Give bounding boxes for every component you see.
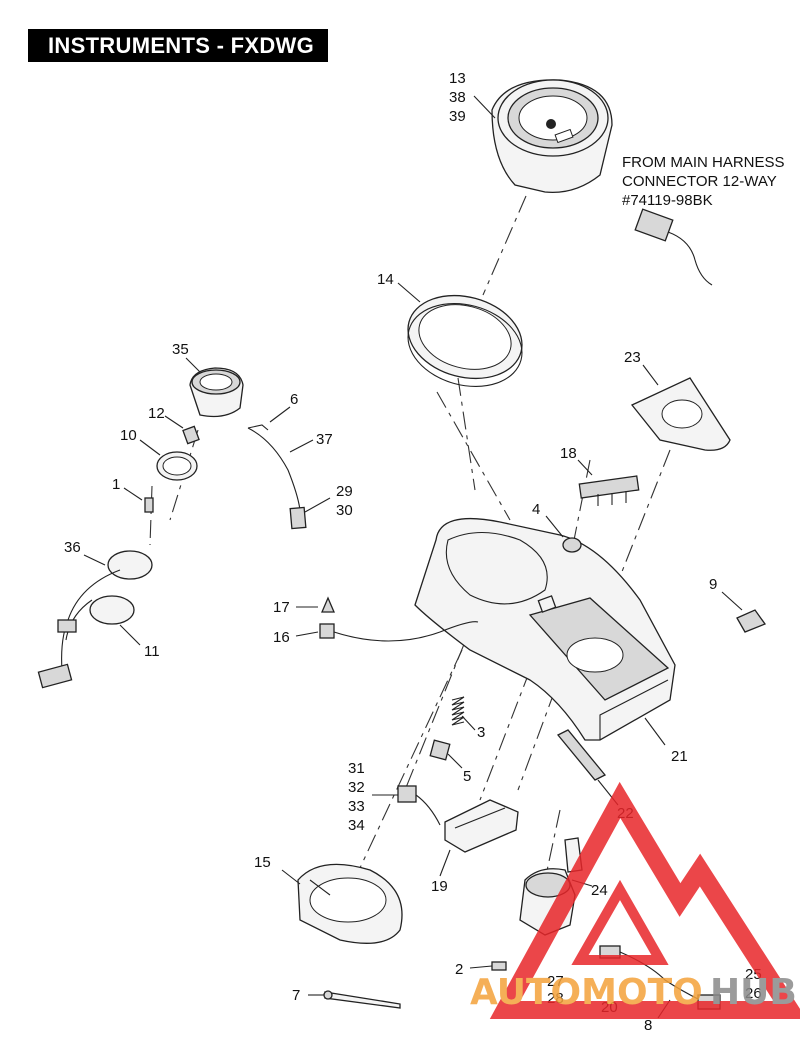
screw-part-2 (491, 961, 507, 971)
label-35: 35 (172, 341, 189, 358)
label-34: 34 (348, 817, 365, 834)
trim-cap-part (630, 377, 731, 451)
indicator-lamp-part (578, 475, 640, 506)
speedometer-part (491, 79, 613, 194)
label-2: 2 (455, 961, 463, 978)
label-17: 17 (273, 599, 290, 616)
watermark-logo: AUTOMOTO HUB (470, 781, 800, 1019)
label-37: 37 (316, 431, 333, 448)
label-31: 31 (348, 760, 365, 777)
label-29: 29 (336, 483, 353, 500)
label-24: 24 (591, 882, 608, 899)
label-8: 8 (644, 1017, 652, 1034)
label-39: 39 (449, 108, 466, 125)
screw-part (144, 497, 154, 513)
watermark-text-part2: HUB (710, 972, 797, 1013)
label-19: 19 (431, 878, 448, 895)
label-38: 38 (449, 89, 466, 106)
label-1: 1 (112, 476, 120, 493)
label-14: 14 (377, 271, 394, 288)
label-4: 4 (532, 501, 540, 518)
page-title: INSTRUMENTS - FXDWG (48, 33, 315, 58)
harness-note-line-2: CONNECTOR 12-WAY (622, 172, 777, 190)
label-6: 6 (290, 391, 298, 408)
harness-connector-part (634, 208, 713, 286)
fuel-sender-part (37, 550, 153, 689)
harness-note-line-1: FROM MAIN HARNESS (622, 154, 785, 171)
wire-lead-part (247, 424, 307, 530)
label-32: 32 (348, 779, 365, 796)
title-banner (28, 29, 328, 62)
label-36: 36 (64, 539, 81, 556)
clip-part (736, 609, 767, 633)
switch-module-part (444, 799, 519, 853)
grommet-part (429, 739, 451, 761)
label-18: 18 (560, 445, 577, 462)
cable-tie-part (323, 990, 401, 1009)
gasket-ring-part (407, 294, 523, 388)
bulb-part (562, 537, 582, 553)
label-3: 3 (477, 724, 485, 741)
label-15: 15 (254, 854, 271, 871)
label-21: 21 (671, 748, 688, 765)
harness-plug-part (397, 785, 441, 826)
label-9: 9 (709, 576, 717, 593)
leader-lines (83, 95, 743, 1019)
label-12: 12 (148, 405, 165, 422)
label-10: 10 (120, 427, 137, 444)
socket-and-oring-part (156, 425, 200, 481)
label-7: 7 (292, 987, 300, 1004)
label-33: 33 (348, 798, 365, 815)
label-26: 26 (745, 985, 762, 1002)
label-16: 16 (273, 629, 290, 646)
console-housing-part (414, 517, 676, 741)
bulb-socket-lead-part (319, 596, 479, 642)
label-11: 11 (144, 643, 160, 660)
spring-part (451, 696, 465, 726)
fuel-gauge-part (189, 367, 244, 418)
label-23: 23 (624, 349, 641, 366)
harness-note: FROM MAIN HARNESS CONNECTOR 12-WAY #7411… (622, 154, 785, 210)
label-5: 5 (463, 768, 471, 785)
watermark-text-part1: AUTOMOTO (470, 972, 703, 1013)
harness-note-line-3: #74119-98BK (622, 191, 713, 209)
label-30: 30 (336, 502, 353, 519)
strip-part (556, 729, 607, 781)
label-27: 27 (547, 973, 564, 990)
label-13: 13 (449, 70, 466, 87)
lower-mount-part (297, 863, 403, 944)
